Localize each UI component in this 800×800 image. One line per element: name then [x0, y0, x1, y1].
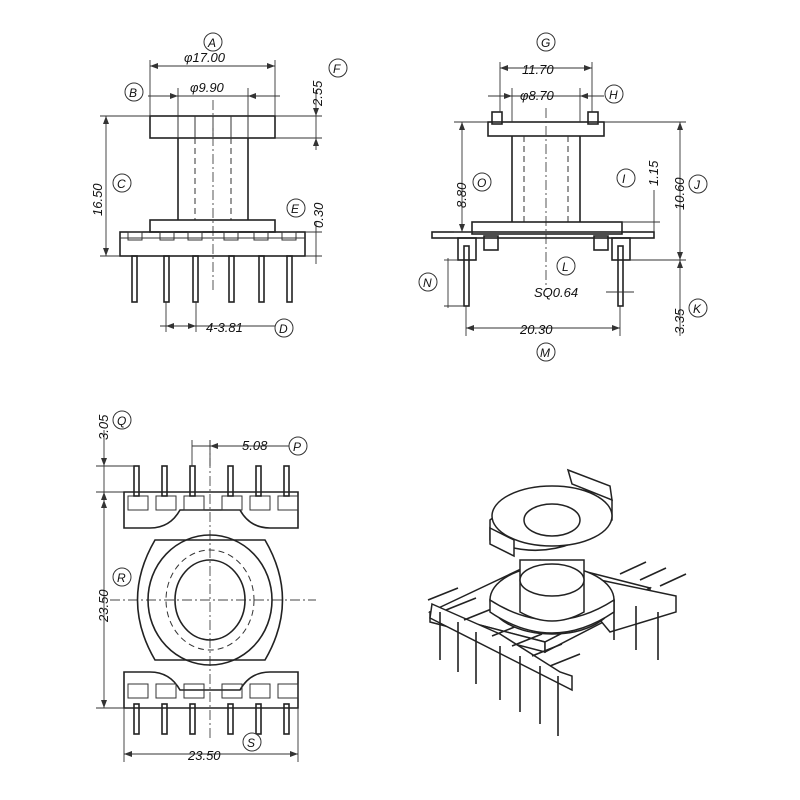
dim-value-255: 2.55 — [310, 80, 325, 107]
label-B: B — [129, 86, 137, 100]
dim-value-030: 0.30 — [311, 202, 326, 228]
dim-value-305: 3.05 — [96, 414, 111, 440]
side-view: 11.70 G φ8.70 H 8.80 O 1.15 I 10.60 — [418, 32, 708, 362]
label-L: L — [562, 260, 569, 274]
bottom-view: 3.05 Q 5.08 P 23.50 R 23.50 S — [96, 410, 316, 763]
label-K: K — [693, 302, 702, 316]
dim-value-sq064: SQ0.64 — [534, 285, 578, 300]
label-R: R — [117, 571, 126, 585]
dim-value-115: 1.15 — [646, 160, 661, 186]
dim-value-1650: 16.50 — [90, 183, 105, 216]
dim-value-2030: 20.30 — [519, 322, 553, 337]
dim-value-381: 4-3.81 — [206, 320, 243, 335]
label-C-front: C — [117, 177, 126, 191]
label-I: I — [622, 172, 626, 186]
label-P: P — [293, 440, 301, 454]
isometric-view — [427, 468, 687, 736]
dim-value-2350-vertical: 23.50 — [96, 589, 111, 623]
label-H: H — [609, 88, 618, 102]
label-E: E — [291, 202, 300, 216]
label-G: G — [541, 36, 550, 50]
dim-value-1170: 11.70 — [522, 62, 554, 77]
label-J: J — [693, 178, 701, 192]
label-M: M — [540, 346, 550, 360]
label-Q: Q — [117, 414, 126, 428]
front-view: φ17.00 A φ9.90 B 2.55 F 16.50 C 0. — [90, 32, 348, 338]
dim-value-335: 3.35 — [672, 308, 687, 334]
label-O: O — [477, 176, 486, 190]
dim-value-1060: 10.60 — [672, 177, 687, 210]
dim-value-880: 8.80 — [454, 182, 469, 208]
dim-value-phi870: φ8.70 — [520, 88, 555, 103]
dim-value-phi17: φ17.00 — [184, 50, 226, 65]
label-D: D — [279, 322, 288, 336]
dim-value-508: 5.08 — [242, 438, 268, 453]
label-F: F — [333, 62, 341, 76]
label-N: N — [423, 276, 432, 290]
dim-value-phi990: φ9.90 — [190, 80, 225, 95]
dim-value-2350-horizontal: 23.50 — [187, 748, 221, 763]
label-S: S — [247, 736, 255, 750]
label-A: A — [207, 36, 216, 50]
